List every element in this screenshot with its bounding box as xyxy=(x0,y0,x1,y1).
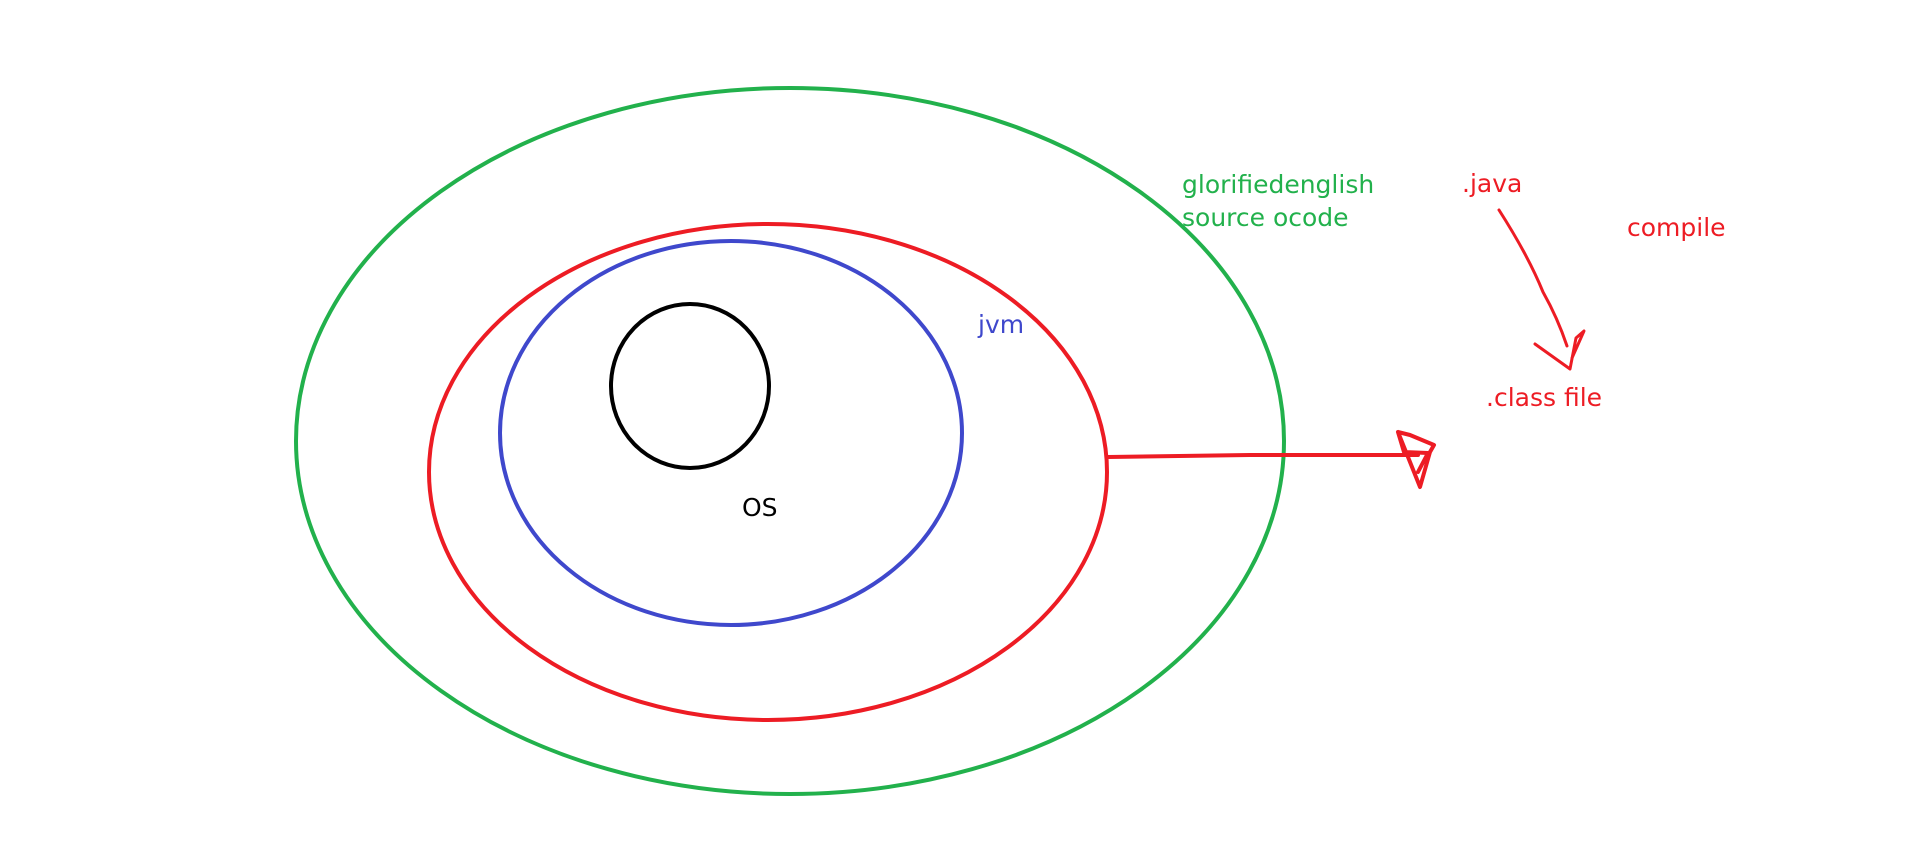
compile-arrow-line xyxy=(1497,208,1569,348)
source-code-label: glorifiedenglish source ocode xyxy=(1182,168,1374,234)
jvm-ellipse xyxy=(498,239,964,627)
java-label: .java xyxy=(1462,169,1523,198)
source-code-ellipse xyxy=(294,86,1286,796)
red-ellipse xyxy=(427,222,1109,722)
compile-label: compile xyxy=(1627,213,1726,242)
os-circle xyxy=(609,302,771,470)
jvm-label: jvm xyxy=(978,310,1025,339)
class-file-label: .class file xyxy=(1486,383,1603,412)
arrowhead-scribble xyxy=(1396,430,1436,489)
source-code-label-line1: glorifiedenglish xyxy=(1182,170,1375,199)
os-label: OS xyxy=(742,493,778,522)
compile-arrowhead xyxy=(1533,329,1586,371)
arrow-line xyxy=(1106,453,1420,459)
source-code-label-line2: source ocode xyxy=(1182,203,1349,232)
